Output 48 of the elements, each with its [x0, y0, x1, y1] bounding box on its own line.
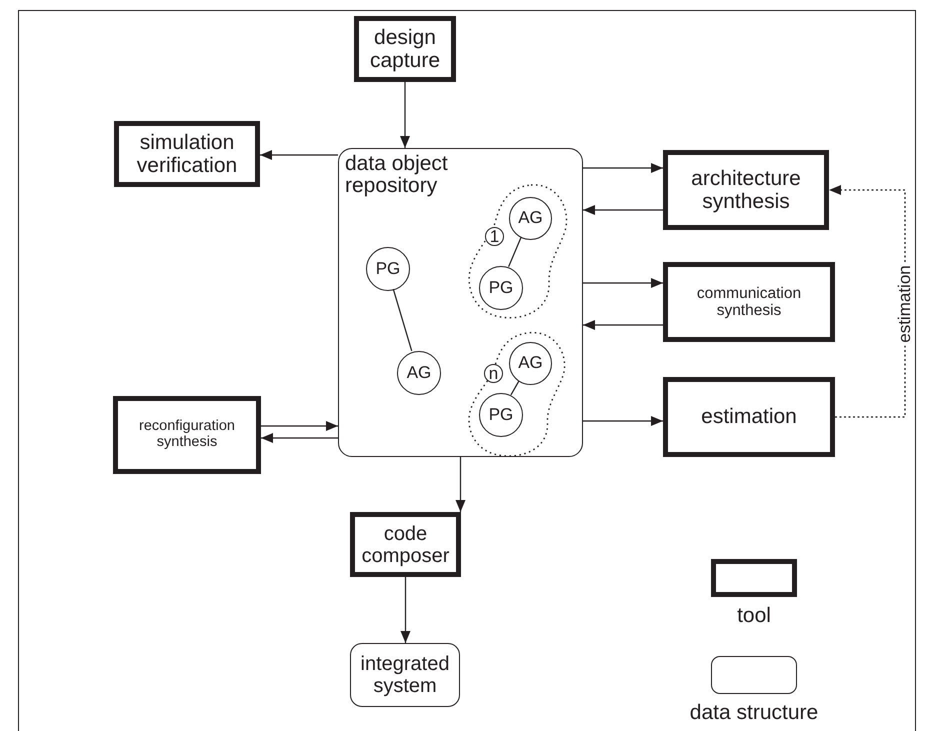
node-label: estimation [701, 405, 797, 429]
graph-node-circle [479, 393, 523, 437]
arrow [261, 433, 338, 443]
node-label: PG [376, 260, 400, 278]
data-structure-box [350, 643, 460, 707]
graph-node-circle [397, 351, 441, 395]
arrow [456, 457, 466, 512]
tool-box [350, 512, 461, 577]
node-label: AG [518, 209, 543, 228]
node-label: simulation verification [136, 130, 238, 178]
tool-box [114, 121, 260, 187]
tool-box [663, 377, 835, 457]
node-label: architecture synthesis [690, 166, 802, 214]
node-label: data object repository [345, 153, 449, 198]
node-label: code composer [360, 522, 450, 566]
arrow [583, 163, 663, 173]
tool-box [113, 396, 261, 474]
node-label: design capture [368, 26, 442, 72]
arrow [583, 416, 663, 426]
arrow [583, 320, 663, 330]
graph-node-circle [366, 247, 410, 291]
graph-node-circle [479, 266, 523, 310]
node-label: PG [488, 406, 514, 424]
arrow [583, 278, 663, 288]
arrow [260, 150, 338, 160]
tool-box [663, 150, 829, 230]
node-label: communication synthesis [696, 284, 802, 320]
repository-box [338, 148, 583, 457]
arrow [400, 82, 410, 148]
node-label: integrated system [360, 653, 450, 697]
group-number: 1 [485, 227, 504, 246]
graph-edge-line [508, 237, 522, 267]
node-label: reconfiguration synthesis [138, 419, 236, 451]
legend-label: data structure [690, 701, 818, 725]
legend-label: tool [737, 604, 771, 628]
arrow [400, 577, 410, 643]
tool-box [663, 262, 835, 342]
node-label: AG [518, 354, 543, 373]
node-label: AG [406, 364, 432, 382]
graph-node-circle [509, 197, 552, 240]
group-number: n [484, 364, 503, 383]
graph-node-circle [509, 342, 552, 385]
arrow [261, 421, 338, 431]
graph-edge-line [510, 380, 520, 396]
arrow [583, 205, 663, 215]
graph-edge-line [392, 288, 412, 352]
node-label: PG [488, 278, 514, 298]
tool-box [354, 16, 456, 82]
